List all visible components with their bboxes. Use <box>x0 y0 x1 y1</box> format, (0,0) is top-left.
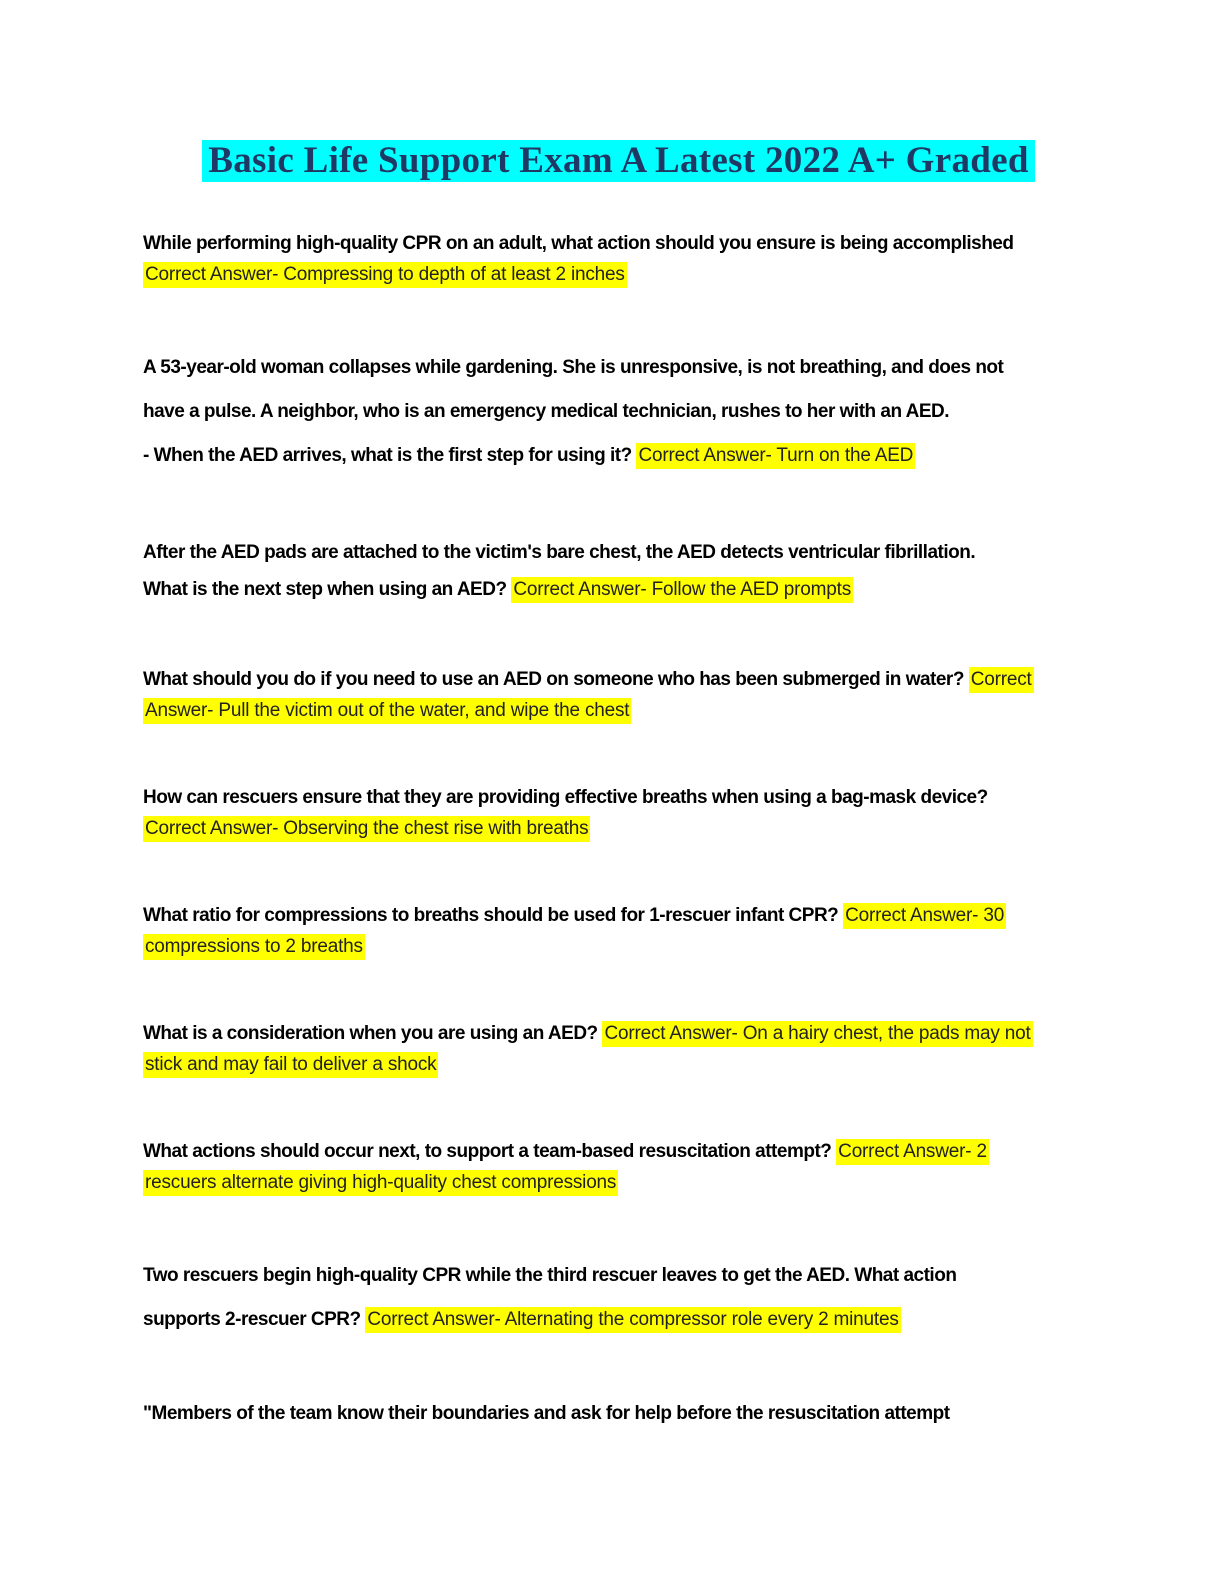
answer-segment-highlighted: Correct Answer- Alternating the compress… <box>365 1307 901 1333</box>
question-segment: What actions should occur next, to suppo… <box>143 1141 837 1162</box>
text-line: What ratio for compressions to breaths s… <box>143 900 1094 931</box>
question-segment: - When the AED arrives, what is the firs… <box>143 445 637 466</box>
text-line: have a pulse. A neighbor, who is an emer… <box>143 390 1094 434</box>
question-segment: What is a consideration when you are usi… <box>143 1023 603 1044</box>
answer-segment-highlighted: rescuers alternate giving high-quality c… <box>143 1170 619 1196</box>
qa-block: While performing high-quality CPR on an … <box>143 228 1094 290</box>
qa-block: Two rescuers begin high-quality CPR whil… <box>143 1254 1094 1342</box>
text-line: "Members of the team know their boundari… <box>143 1398 1094 1429</box>
answer-segment-highlighted: Correct Answer- 2 <box>836 1139 989 1165</box>
title-row: Basic Life Support Exam A Latest 2022 A+… <box>143 140 1094 182</box>
text-line: Two rescuers begin high-quality CPR whil… <box>143 1254 1094 1298</box>
question-segment: A 53-year-old woman collapses while gard… <box>143 357 1004 378</box>
question-segment: After the AED pads are attached to the v… <box>143 542 976 563</box>
qa-block: What ratio for compressions to breaths s… <box>143 900 1094 962</box>
answer-segment-highlighted: Correct Answer- 30 <box>843 903 1007 929</box>
text-line: After the AED pads are attached to the v… <box>143 534 1094 571</box>
qa-block: How can rescuers ensure that they are pr… <box>143 782 1094 844</box>
text-line: A 53-year-old woman collapses while gard… <box>143 346 1094 390</box>
question-segment: What is the next step when using an AED? <box>143 579 512 600</box>
question-segment: How can rescuers ensure that they are pr… <box>143 787 988 808</box>
text-line: What actions should occur next, to suppo… <box>143 1136 1094 1167</box>
text-line: Answer- Pull the victim out of the water… <box>143 695 1094 726</box>
text-line: Correct Answer- Compressing to depth of … <box>143 259 1094 290</box>
answer-segment-highlighted: Correct Answer- Observing the chest rise… <box>143 816 591 842</box>
text-line: rescuers alternate giving high-quality c… <box>143 1167 1094 1198</box>
text-line: Correct Answer- Observing the chest rise… <box>143 813 1094 844</box>
qa-block: A 53-year-old woman collapses while gard… <box>143 346 1094 478</box>
question-segment: Two rescuers begin high-quality CPR whil… <box>143 1265 957 1286</box>
question-segment: have a pulse. A neighbor, who is an emer… <box>143 401 950 422</box>
answer-segment-highlighted: Correct Answer- Turn on the AED <box>636 443 916 469</box>
qa-block: What is a consideration when you are usi… <box>143 1018 1094 1080</box>
text-line: What is a consideration when you are usi… <box>143 1018 1094 1049</box>
question-segment: supports 2-rescuer CPR? <box>143 1309 366 1330</box>
qa-block: "Members of the team know their boundari… <box>143 1398 1094 1429</box>
qa-block: After the AED pads are attached to the v… <box>143 534 1094 608</box>
text-line: stick and may fail to deliver a shock <box>143 1049 1094 1080</box>
answer-segment-highlighted: Correct Answer- Compressing to depth of … <box>143 262 627 288</box>
text-line: What should you do if you need to use an… <box>143 664 1094 695</box>
question-segment: "Members of the team know their boundari… <box>143 1403 950 1424</box>
document-title: Basic Life Support Exam A Latest 2022 A+… <box>202 140 1035 182</box>
text-line: While performing high-quality CPR on an … <box>143 228 1094 259</box>
question-segment: While performing high-quality CPR on an … <box>143 233 1014 254</box>
text-line: supports 2-rescuer CPR? Correct Answer- … <box>143 1298 1094 1342</box>
answer-segment-highlighted: compressions to 2 breaths <box>143 934 365 960</box>
answer-segment-highlighted: stick and may fail to deliver a shock <box>143 1052 439 1078</box>
qa-list: While performing high-quality CPR on an … <box>143 228 1094 1429</box>
question-segment: What ratio for compressions to breaths s… <box>143 905 844 926</box>
text-line: compressions to 2 breaths <box>143 931 1094 962</box>
qa-block: What should you do if you need to use an… <box>143 664 1094 726</box>
qa-block: What actions should occur next, to suppo… <box>143 1136 1094 1198</box>
answer-segment-highlighted: Correct Answer- Follow the AED prompts <box>511 577 854 603</box>
question-segment: What should you do if you need to use an… <box>143 669 969 690</box>
text-line: What is the next step when using an AED?… <box>143 571 1094 608</box>
text-line: - When the AED arrives, what is the firs… <box>143 434 1094 478</box>
text-line: How can rescuers ensure that they are pr… <box>143 782 1094 813</box>
answer-segment-highlighted: Answer- Pull the victim out of the water… <box>143 698 632 724</box>
answer-segment-highlighted: Correct Answer- On a hairy chest, the pa… <box>602 1021 1033 1047</box>
answer-segment-highlighted: Correct <box>968 667 1034 693</box>
